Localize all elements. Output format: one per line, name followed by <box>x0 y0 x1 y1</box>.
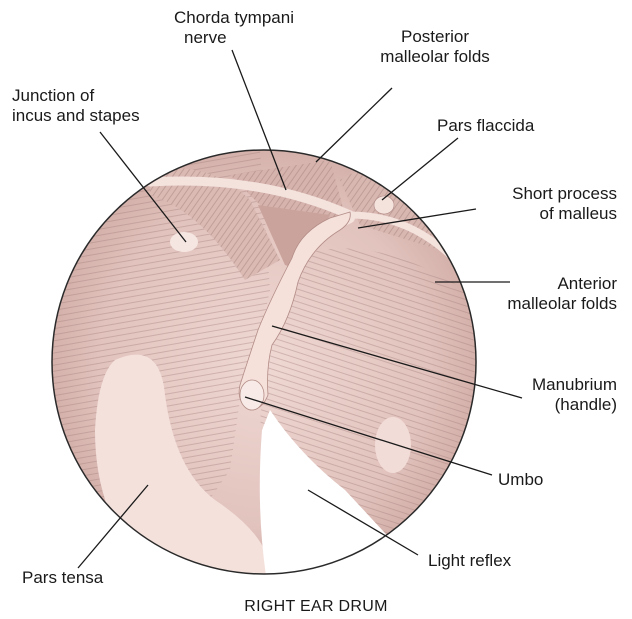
figure-caption: RIGHT EAR DRUM <box>0 598 632 616</box>
umbo <box>240 380 264 410</box>
label-short-process-malleus: Short process of malleus <box>470 184 617 224</box>
leader-posterior <box>316 88 392 162</box>
label-anterior-malleolar-folds: Anterior malleolar folds <box>460 274 617 314</box>
label-light-reflex: Light reflex <box>428 551 511 571</box>
leader-pars-flaccida <box>382 138 458 200</box>
incus-stapes-junction <box>170 232 198 252</box>
label-pars-tensa: Pars tensa <box>22 568 103 588</box>
pale-patch <box>375 417 411 473</box>
label-umbo: Umbo <box>498 470 543 490</box>
label-pars-flaccida: Pars flaccida <box>437 116 534 136</box>
label-posterior-malleolar-folds: Posterior malleolar folds <box>330 27 540 67</box>
label-chorda-tympani: Chorda tympani nerve <box>140 8 328 48</box>
label-junction-incus-stapes: Junction of incus and stapes <box>12 86 140 126</box>
label-manubrium: Manubrium (handle) <box>505 375 617 415</box>
